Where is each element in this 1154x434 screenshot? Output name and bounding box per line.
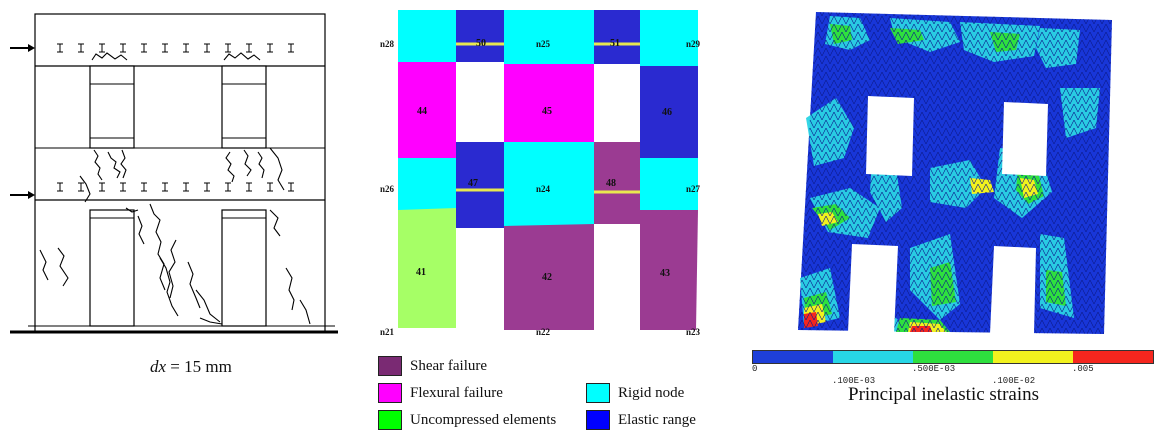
- crack-pattern-drawing: [10, 13, 338, 334]
- marker-row-mid: [57, 182, 294, 192]
- legend-rigid-node: Rigid node: [586, 383, 684, 403]
- opening-upper-left: [866, 96, 914, 176]
- load-arrow-mid: [10, 191, 35, 199]
- element-41: [398, 208, 456, 328]
- legend-label-elastic: Elastic range: [618, 411, 696, 428]
- scale-band-3: [913, 351, 993, 363]
- legend-elastic-range: Elastic range: [586, 410, 696, 430]
- scale-label-1: .100E-03: [832, 376, 876, 386]
- opening-upper-right: [1002, 102, 1048, 176]
- rigid-node-n26: [398, 158, 456, 210]
- node-label-n29: n29: [686, 39, 701, 49]
- macro-element-panel: n28 50 n25 51 n29 44 45 46 n26 47 n24 48…: [378, 8, 722, 348]
- scale-label-0: 0: [752, 364, 758, 374]
- legend-label-uncompressed: Uncompressed elements: [410, 411, 557, 428]
- legend-swatch-elastic: [586, 410, 610, 430]
- element-44: [398, 62, 456, 158]
- scale-band-5: [1073, 351, 1153, 363]
- macro-element-model: n28 50 n25 51 n29 44 45 46 n26 47 n24 48…: [380, 10, 701, 337]
- element-46: [640, 66, 698, 158]
- rigid-node-n28: [398, 10, 456, 62]
- element-label-46: 46: [662, 107, 672, 118]
- crack-pattern-panel: dx = 15 mm: [0, 0, 340, 400]
- element-label-41: 41: [416, 267, 426, 278]
- node-label-n22: n22: [536, 327, 551, 337]
- rigid-node-n25: [504, 10, 594, 64]
- displacement-variable: dx: [150, 357, 167, 376]
- element-label-43: 43: [660, 268, 670, 279]
- displacement-caption: dx = 15 mm: [150, 357, 232, 377]
- legend-label-shear: Shear failure: [410, 357, 488, 374]
- node-label-n21: n21: [380, 327, 395, 337]
- element-label-45: 45: [542, 106, 552, 117]
- legend-swatch-rigid: [586, 383, 610, 403]
- legend-flexural-failure: Flexural failure: [378, 383, 503, 403]
- strain-color-scale: [752, 350, 1154, 364]
- element-label-44: 44: [417, 106, 427, 117]
- element-label-42: 42: [542, 272, 552, 283]
- rigid-node-n24: [504, 142, 594, 226]
- node-label-n23: n23: [686, 327, 701, 337]
- cracks: [39, 52, 311, 325]
- legend-label-flexural: Flexural failure: [410, 384, 503, 401]
- legend-swatch-flexural: [378, 383, 402, 403]
- node-label-n26: n26: [380, 184, 395, 194]
- element-top-left: [456, 10, 504, 62]
- legend-label-rigid: Rigid node: [618, 384, 685, 401]
- element-43: [640, 210, 698, 330]
- rigid-node-n27: [640, 158, 698, 210]
- element-label-top-left: 50: [476, 38, 486, 49]
- displacement-value: = 15 mm: [166, 357, 232, 376]
- element-48: [594, 142, 640, 224]
- node-label-n24: n24: [536, 184, 551, 194]
- opening-lower-right: [990, 246, 1036, 334]
- element-label-48: 48: [606, 178, 616, 189]
- legend-uncompressed: Uncompressed elements: [378, 410, 556, 430]
- element-45: [504, 64, 594, 142]
- legend-swatch-uncompressed: [378, 410, 402, 430]
- scale-band-4: [993, 351, 1073, 363]
- element-47: [456, 142, 504, 228]
- rigid-node-n29: [640, 10, 698, 66]
- scale-label-2: .500E-03: [912, 364, 956, 374]
- element-42: [504, 224, 594, 330]
- strain-contour-plot: [798, 12, 1112, 334]
- node-label-n28: n28: [380, 39, 395, 49]
- scale-title: Principal inelastic strains: [848, 384, 1040, 405]
- element-label-top-right: 51: [610, 38, 620, 49]
- scale-label-4: .005: [1072, 364, 1094, 374]
- marker-row-top: [57, 43, 294, 53]
- scale-label-3: .100E-02: [992, 376, 1036, 386]
- node-label-n27: n27: [686, 184, 701, 194]
- fe-strain-panel: [790, 8, 1154, 428]
- legend-shear-failure: Shear failure: [378, 356, 487, 376]
- element-label-47: 47: [468, 178, 478, 189]
- scale-band-1: [753, 351, 833, 363]
- opening-lower-left: [848, 244, 898, 334]
- element-top-right: [594, 10, 640, 64]
- legend-swatch-shear: [378, 356, 402, 376]
- node-label-n25: n25: [536, 39, 551, 49]
- load-arrow-top: [10, 44, 35, 52]
- scale-band-2: [833, 351, 913, 363]
